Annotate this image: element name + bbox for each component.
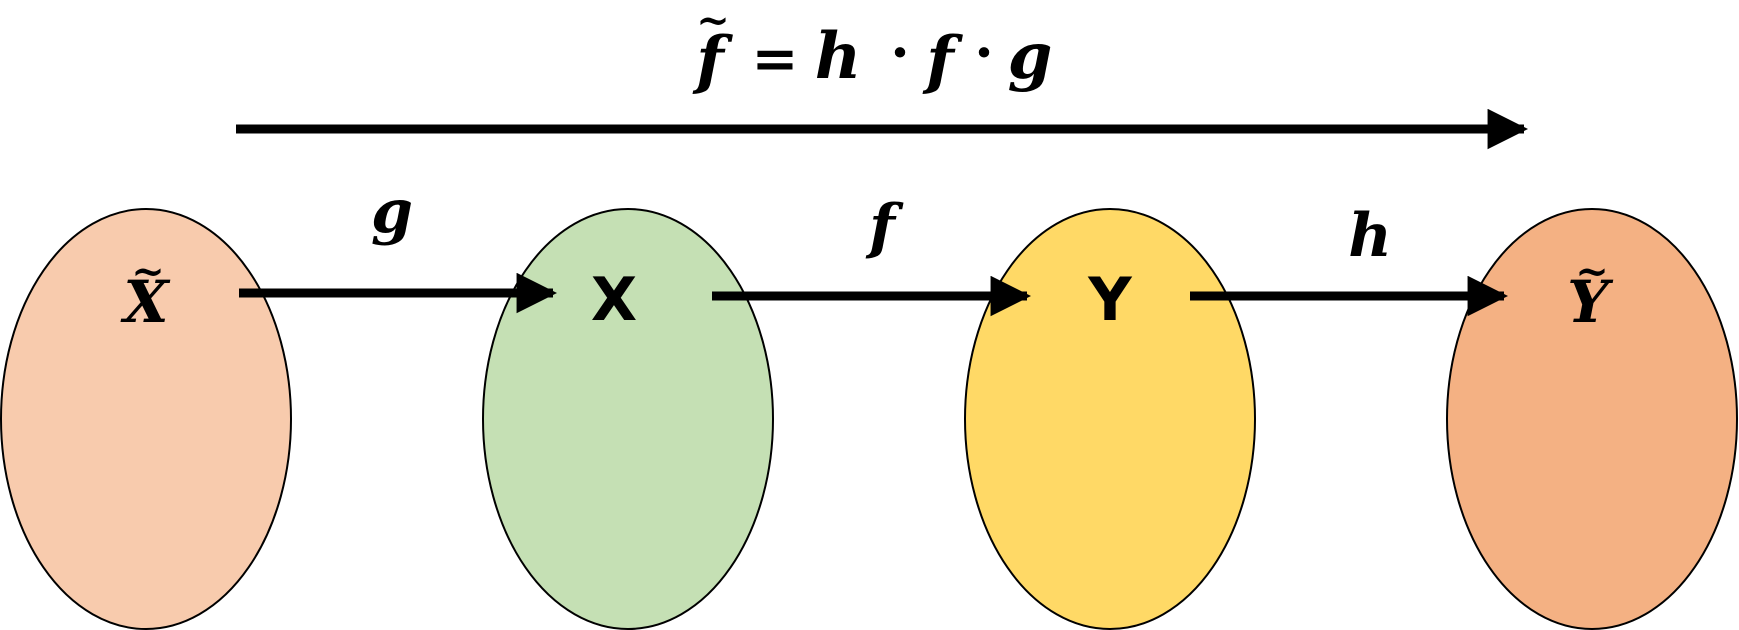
formula-term-g: g — [1008, 19, 1053, 94]
formula-term-h: h — [815, 19, 862, 94]
node-x-tilde-ellipse — [0, 208, 292, 630]
composition-formula: ~ f = h · f · g — [692, 0, 1052, 98]
formula-dot-2: · — [974, 20, 994, 86]
node-x-tilde: ~ X — [0, 208, 292, 630]
node-y: Y — [964, 208, 1256, 630]
formula-dot-1: · — [890, 20, 910, 86]
formula-lhs-accent: ~ — [696, 0, 730, 44]
edge-f-label: f — [865, 192, 904, 262]
edge-g-label: g — [371, 177, 413, 247]
edge-g: g — [239, 177, 558, 314]
node-y-tilde-ellipse — [1446, 208, 1738, 630]
edge-h: h — [1190, 201, 1509, 317]
edge-h-label: h — [1348, 201, 1392, 271]
edge-f: f — [712, 192, 1032, 317]
formula-term-f: f — [922, 23, 963, 98]
node-y-tilde: ~ Y — [1446, 208, 1738, 630]
node-y-tilde-accent: ~ — [1575, 248, 1609, 295]
node-x-tilde-label: X — [119, 268, 170, 336]
node-y-ellipse — [964, 208, 1256, 630]
formula-equals: = — [752, 26, 799, 92]
node-y-tilde-label: Y — [1567, 268, 1614, 336]
node-x-ellipse — [482, 208, 774, 630]
node-x: X — [482, 208, 774, 630]
node-y-label: Y — [1087, 265, 1133, 335]
node-x-tilde-accent: ~ — [131, 248, 165, 295]
node-x-label: X — [591, 265, 637, 335]
